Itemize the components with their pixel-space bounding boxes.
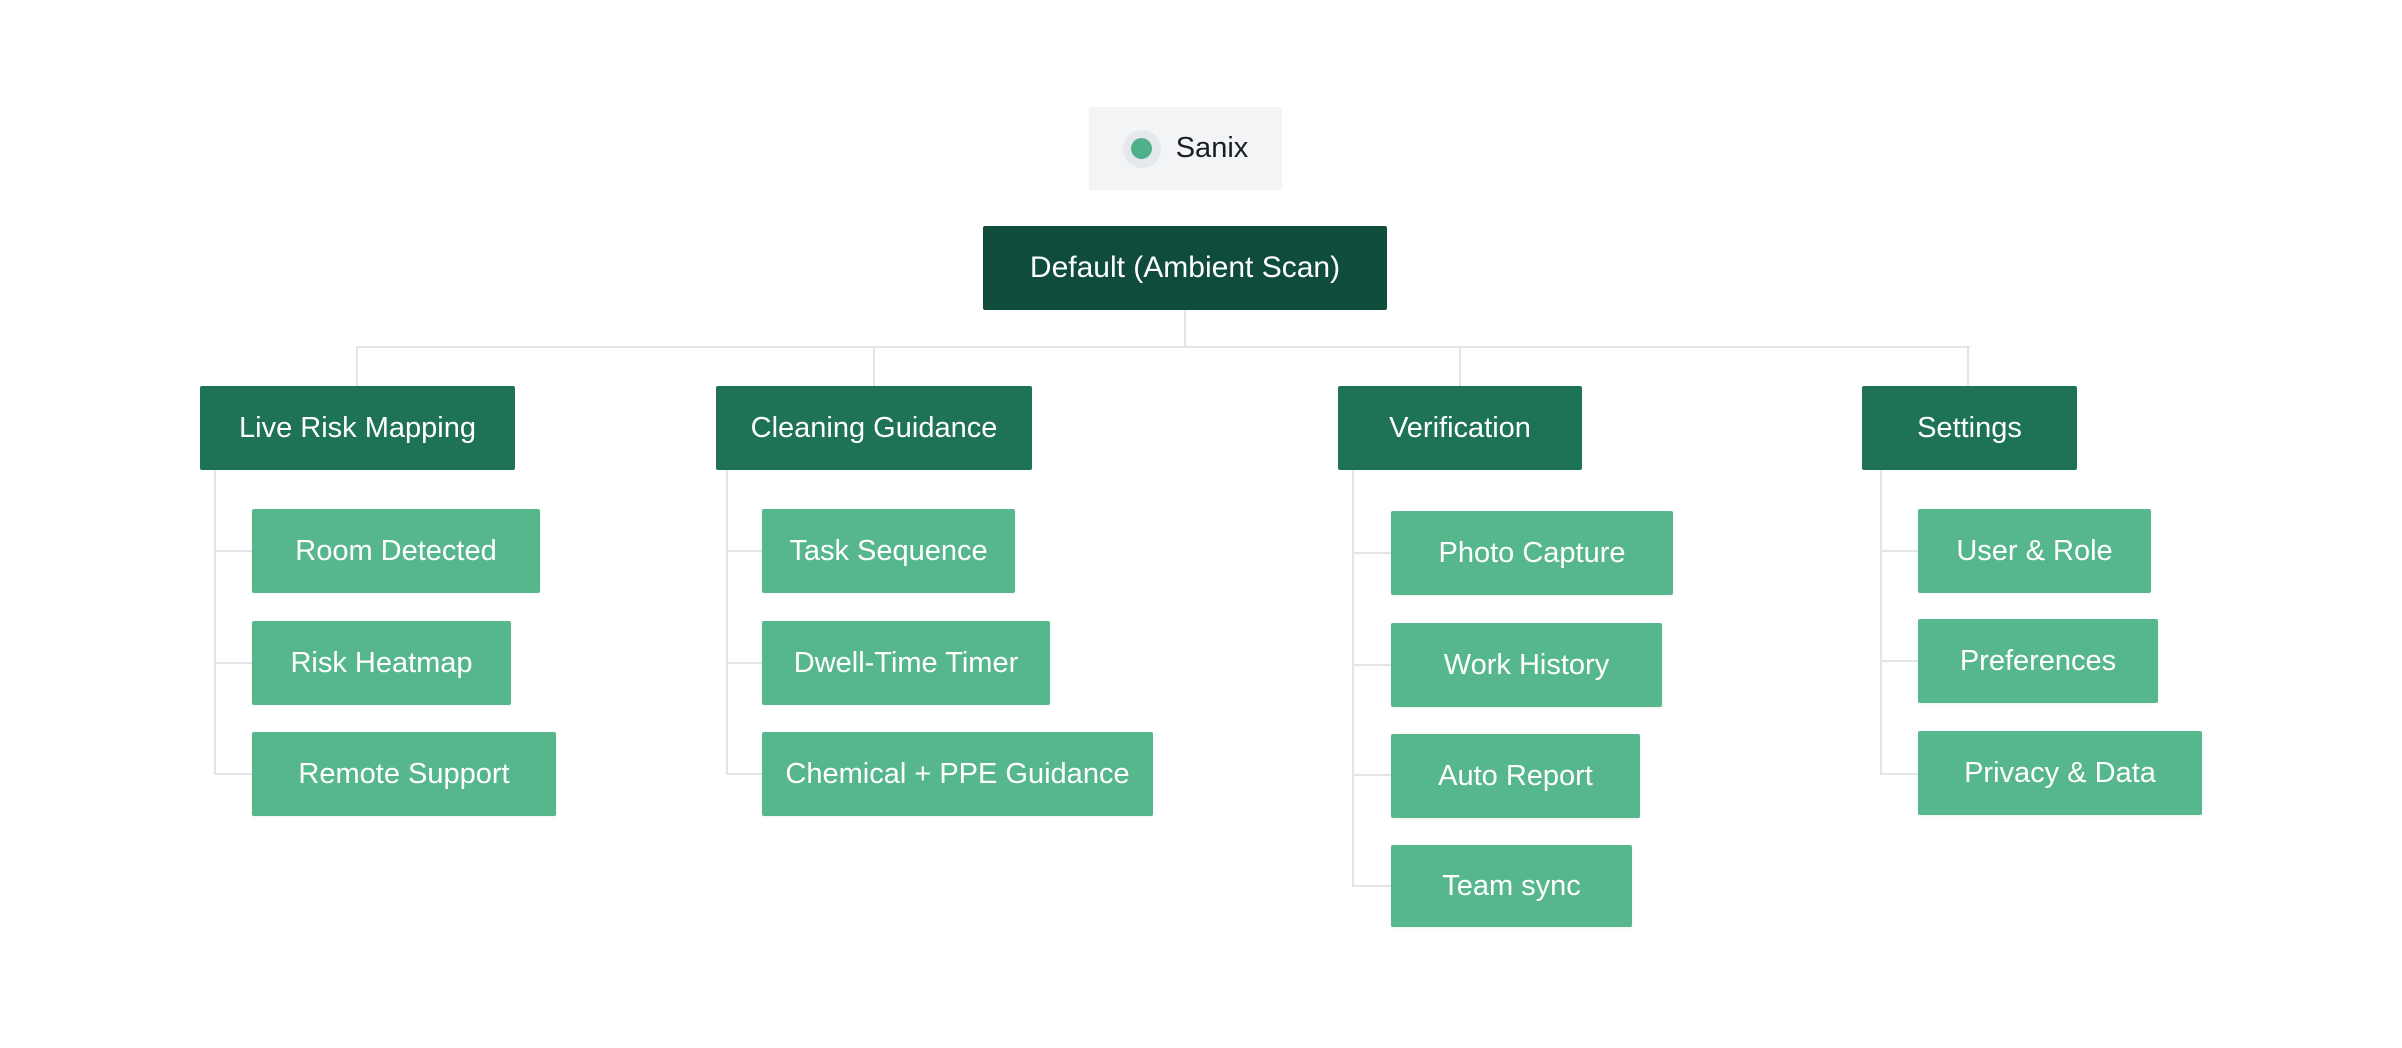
app-status-dot-icon	[1131, 138, 1153, 159]
child-node-label: Team sync	[1442, 869, 1581, 902]
child-node-label: Preferences	[1959, 644, 2117, 677]
branch-node-cleaning-guidance[interactable]: Cleaning Guidance	[716, 386, 1032, 470]
connector-branch-stub-2	[873, 346, 875, 386]
child-node-task-sequence[interactable]: Task Sequence	[762, 509, 1015, 593]
root-node-label: Default (Ambient Scan)	[1029, 251, 1341, 284]
child-node-label: Work History	[1443, 648, 1610, 681]
connector-elbow	[1352, 664, 1391, 666]
child-node-photo-capture[interactable]: Photo Capture	[1391, 511, 1673, 595]
child-node-label: Remote Support	[298, 757, 510, 790]
connector-elbow	[1880, 773, 1918, 775]
connector-elbow	[1352, 774, 1391, 776]
child-node-label: Task Sequence	[789, 534, 988, 567]
connector-branch-stub-4	[1967, 346, 1969, 386]
connector-elbow	[726, 773, 762, 775]
child-node-room-detected[interactable]: Room Detected	[252, 509, 540, 593]
connector-main-horizontal	[356, 346, 1970, 348]
connector-elbow	[1880, 550, 1918, 552]
connector-rail-branch-2	[726, 470, 728, 775]
connector-root-stub	[1184, 310, 1186, 348]
branch-node-live-risk-mapping[interactable]: Live Risk Mapping	[200, 386, 515, 470]
child-node-label: Dwell-Time Timer	[793, 646, 1019, 679]
app-chip[interactable]: Sanix	[1089, 107, 1282, 190]
branch-node-label: Cleaning Guidance	[750, 411, 998, 444]
branch-node-verification[interactable]: Verification	[1338, 386, 1582, 470]
connector-elbow	[1352, 552, 1391, 554]
connector-elbow	[726, 662, 762, 664]
child-node-remote-support[interactable]: Remote Support	[252, 732, 556, 816]
branch-node-label: Settings	[1917, 411, 2022, 444]
child-node-team-sync[interactable]: Team sync	[1391, 845, 1632, 927]
child-node-label: Privacy & Data	[1964, 756, 2156, 789]
child-node-chemical-ppe-guidance[interactable]: Chemical + PPE Guidance	[762, 732, 1153, 816]
child-node-label: Room Detected	[295, 534, 497, 567]
branch-node-label: Verification	[1389, 411, 1531, 444]
connector-rail-branch-1	[214, 470, 216, 775]
child-node-label: Risk Heatmap	[290, 646, 473, 679]
branch-node-settings[interactable]: Settings	[1862, 386, 2077, 470]
connector-rail-branch-3	[1352, 470, 1354, 887]
connector-elbow	[1352, 885, 1391, 887]
child-node-label: Photo Capture	[1438, 536, 1626, 569]
child-node-preferences[interactable]: Preferences	[1918, 619, 2158, 703]
connector-elbow	[1880, 660, 1918, 662]
child-node-risk-heatmap[interactable]: Risk Heatmap	[252, 621, 511, 705]
child-node-label: User & Role	[1956, 534, 2113, 567]
child-node-user-role[interactable]: User & Role	[1918, 509, 2151, 593]
child-node-work-history[interactable]: Work History	[1391, 623, 1662, 707]
app-chip-label: Sanix	[1175, 132, 1249, 164]
child-node-label: Auto Report	[1438, 759, 1593, 792]
connector-elbow	[214, 550, 252, 552]
app-dot-ring	[1122, 129, 1161, 168]
child-node-dwell-time-timer[interactable]: Dwell-Time Timer	[762, 621, 1050, 705]
child-node-label: Chemical + PPE Guidance	[785, 757, 1130, 790]
connector-branch-stub-1	[356, 346, 358, 386]
connector-elbow	[214, 773, 252, 775]
connector-elbow	[726, 550, 762, 552]
connector-rail-branch-4	[1880, 470, 1882, 775]
connector-branch-stub-3	[1459, 346, 1461, 386]
branch-node-label: Live Risk Mapping	[239, 411, 476, 444]
child-node-auto-report[interactable]: Auto Report	[1391, 734, 1640, 818]
connector-elbow	[214, 662, 252, 664]
root-node-default-ambient-scan[interactable]: Default (Ambient Scan)	[983, 226, 1387, 310]
child-node-privacy-data[interactable]: Privacy & Data	[1918, 731, 2202, 815]
